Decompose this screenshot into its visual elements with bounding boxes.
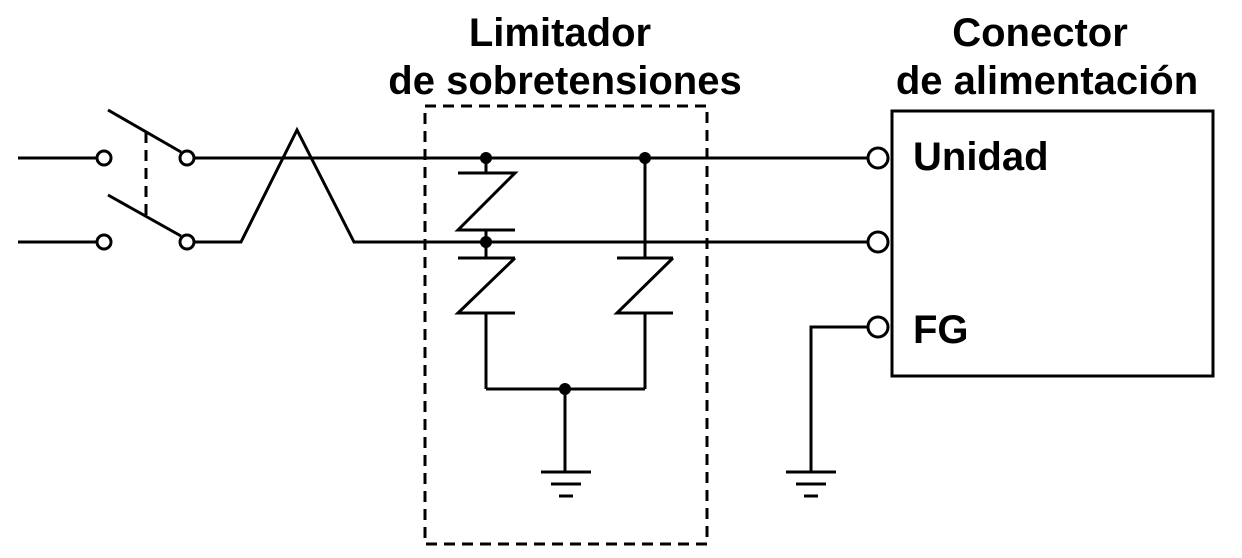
power-connector-box xyxy=(890,109,1215,378)
fg-ground-wire xyxy=(809,325,868,472)
terminal-fg-label: FG xyxy=(913,308,969,352)
ground-symbol-fg xyxy=(786,470,836,498)
terminal-fg xyxy=(866,315,890,339)
varistor-bottom-left xyxy=(454,242,517,389)
ground-symbol-limiter xyxy=(541,470,591,498)
varistor-top-left xyxy=(454,158,519,242)
fuse-symbol xyxy=(194,126,868,244)
power-connector-title-line2: de alimentación xyxy=(896,59,1198,103)
power-connector-title-line1: Conector xyxy=(952,11,1128,55)
terminal-unit-label: Unidad xyxy=(913,135,1049,179)
terminal-middle xyxy=(866,230,890,254)
varistor-right xyxy=(613,158,675,389)
surge-limiter-title-line1: Limitador xyxy=(469,11,651,55)
surge-limiter-title-line2: de sobretensiones xyxy=(388,59,741,103)
terminal-unit xyxy=(866,146,890,170)
double-pole-switch xyxy=(95,108,196,251)
